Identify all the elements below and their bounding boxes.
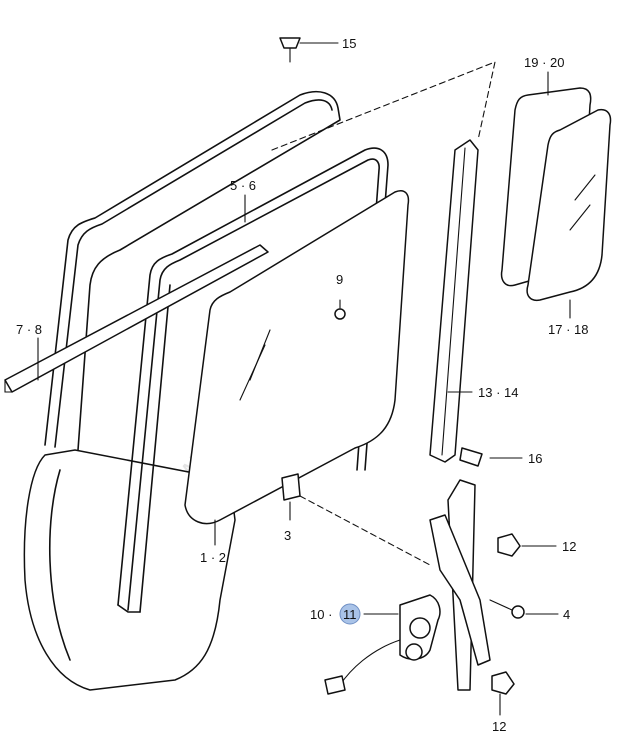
label-4: 4 [563, 607, 570, 622]
label-10: 10 · [310, 607, 332, 622]
label-9: 9 [336, 272, 343, 287]
screw-15 [279, 37, 339, 63]
label-19-20: 19 · 20 [524, 55, 564, 70]
guide-rail [429, 139, 479, 463]
bolt-9 [334, 299, 346, 320]
screw-4 [489, 599, 559, 619]
door-glass [184, 190, 410, 525]
nut-12-lower [491, 671, 515, 716]
nut-12-upper [497, 533, 557, 557]
label-11: 11 [343, 607, 357, 622]
leader-lines [37, 61, 571, 615]
label-3: 3 [284, 528, 291, 543]
belt-moulding [4, 244, 269, 393]
label-17-18: 17 · 18 [548, 322, 588, 337]
label-1-2: 1 · 2 [200, 550, 226, 565]
label-12-lower: 12 [492, 719, 506, 734]
label-16: 16 [528, 451, 542, 466]
label-15: 15 [342, 36, 356, 51]
clip-3 [281, 473, 301, 521]
label-5-6: 5 · 6 [230, 178, 256, 193]
door-panel [23, 449, 236, 691]
label-7-8: 7 · 8 [16, 322, 42, 337]
quarter-window [500, 87, 612, 302]
label-12-upper: 12 [562, 539, 576, 554]
door-sash-frame [44, 91, 341, 451]
label-13-14: 13 · 14 [478, 385, 518, 400]
window-channel [117, 147, 389, 613]
highlight-marker [339, 603, 361, 625]
window-regulator [324, 479, 491, 695]
bolt-16 [459, 447, 523, 467]
